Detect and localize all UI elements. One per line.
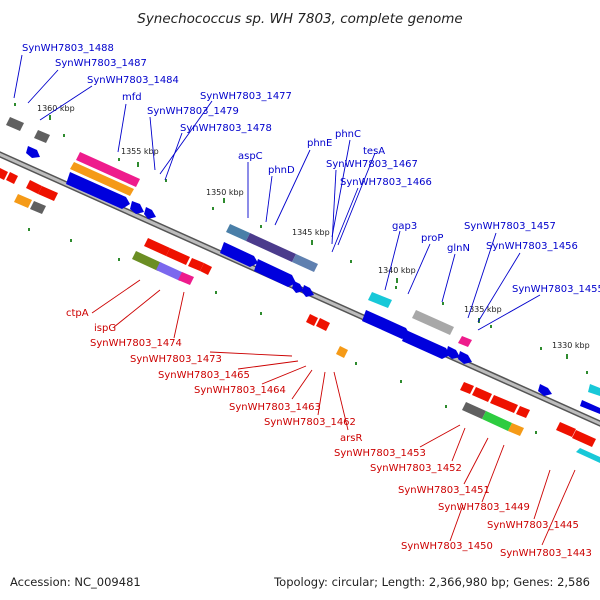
accession-text: Accession: NC_009481 <box>10 575 141 589</box>
gene-label: SynWH7803_1467 <box>326 159 418 170</box>
gene-label: SynWH7803_1463 <box>229 402 321 413</box>
reverse-genes <box>0 168 600 463</box>
gene-label: SynWH7803_1456 <box>486 241 578 252</box>
gene-label: tesA <box>363 146 385 157</box>
reverse-gene-labels: ctpA ispG SynWH7803_1474 SynWH7803_1473 … <box>66 308 592 559</box>
gene-label: glnN <box>447 243 470 254</box>
gene-label: phnE <box>307 138 332 149</box>
tick-label: 1360 kbp <box>37 104 75 113</box>
gene-label: SynWH7803_1487 <box>55 58 147 69</box>
map-title: Synechococcus sp. WH 7803, complete geno… <box>137 11 462 27</box>
tick-label: 1340 kbp <box>378 266 416 275</box>
gene-label: SynWH7803_1464 <box>194 385 286 396</box>
gene-label: gap3 <box>392 221 417 232</box>
gene-label: proP <box>421 233 443 244</box>
gene-label: SynWH7803_1484 <box>87 75 179 86</box>
tick-label: 1355 kbp <box>121 147 159 156</box>
gene-label: SynWH7803_1457 <box>464 221 556 232</box>
gene-label: SynWH7803_1445 <box>487 520 579 531</box>
gene-label: SynWH7803_1474 <box>90 338 182 349</box>
tick-label: 1330 kbp <box>552 341 590 350</box>
upper-guide-dots <box>14 103 588 374</box>
reverse-leader-lines <box>91 279 576 546</box>
gene-label: phnD <box>268 165 295 176</box>
forward-genes <box>6 117 600 414</box>
tick-label: 1350 kbp <box>206 188 244 197</box>
forward-gene-labels: SynWH7803_1488 SynWH7803_1487 SynWH7803_… <box>22 43 600 295</box>
guide-dots <box>14 103 588 434</box>
gene-label: arsR <box>340 433 362 444</box>
tick-label: 1335 kbp <box>464 305 502 314</box>
gene-label: SynWH7803_1488 <box>22 43 114 54</box>
gene-label: SynWH7803_1478 <box>180 123 272 134</box>
kbp-ticks: 1360 kbp 1355 kbp 1350 kbp 1345 kbp 1340… <box>37 104 590 359</box>
tick-label: 1345 kbp <box>292 228 330 237</box>
gene-label: SynWH7803_1453 <box>334 448 426 459</box>
gene-label: SynWH7803_1449 <box>438 502 530 513</box>
gene-label: SynWH7803_1462 <box>264 417 356 428</box>
gene-label: mfd <box>122 92 142 103</box>
gene-label: SynWH7803_1443 <box>500 548 592 559</box>
gene-label: ctpA <box>66 308 89 319</box>
gene-label: SynWH7803_1450 <box>401 541 493 552</box>
gene-label: SynWH7803_1465 <box>158 370 250 381</box>
gene-label: SynWH7803_1473 <box>130 354 222 365</box>
gene-label: phnC <box>335 129 361 140</box>
gene-label: SynWH7803_1466 <box>340 177 432 188</box>
gene-label: ispG <box>94 323 116 334</box>
lower-guide-dots <box>28 228 537 434</box>
gene-label: aspC <box>238 151 263 162</box>
forward-leader-lines <box>13 54 541 331</box>
gene-label: SynWH7803_1455 <box>512 284 600 295</box>
gene-label: SynWH7803_1477 <box>200 91 292 102</box>
gene-label: SynWH7803_1452 <box>370 463 462 474</box>
gene-label: SynWH7803_1479 <box>147 106 239 117</box>
gene-label: SynWH7803_1451 <box>398 485 490 496</box>
genome-summary-text: Topology: circular; Length: 2,366,980 bp… <box>273 575 590 589</box>
